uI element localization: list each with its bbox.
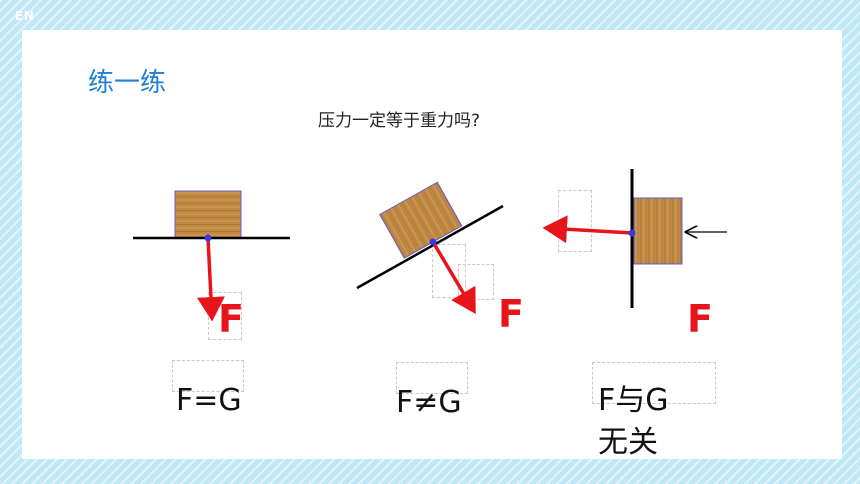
wood-block: [379, 181, 463, 259]
wood-block: [633, 197, 683, 265]
force-arrow: [196, 237, 225, 322]
language-tag: EN: [15, 9, 35, 23]
wood-block: [174, 190, 242, 239]
force-label: F: [687, 297, 713, 341]
force-label: F: [218, 297, 244, 341]
contact-point: [628, 229, 636, 237]
slide-heading: 练一练: [88, 68, 167, 98]
contact-point: [429, 238, 437, 246]
question-text: 压力一定等于重力吗?: [318, 111, 481, 131]
caption-unrelated-line1: F与G: [598, 383, 669, 418]
caption-not-equal: F≠G: [396, 385, 462, 420]
force-label: F: [498, 292, 524, 336]
caption-unrelated-line2: 无关: [598, 425, 658, 460]
placeholder-box: [432, 244, 466, 298]
placeholder-box: [592, 362, 716, 404]
scenario-incline: F: [356, 181, 524, 336]
caption-equal: F=G: [176, 383, 242, 418]
scenario-horizontal: F: [133, 190, 290, 341]
force-arrow: [542, 215, 633, 244]
force-arrow: [431, 241, 476, 315]
scenario-wall: F: [542, 169, 727, 341]
contact-point: [204, 234, 212, 242]
incline-line: [356, 204, 504, 290]
placeholder-box: [396, 362, 468, 394]
placeholder-box: [172, 360, 244, 392]
